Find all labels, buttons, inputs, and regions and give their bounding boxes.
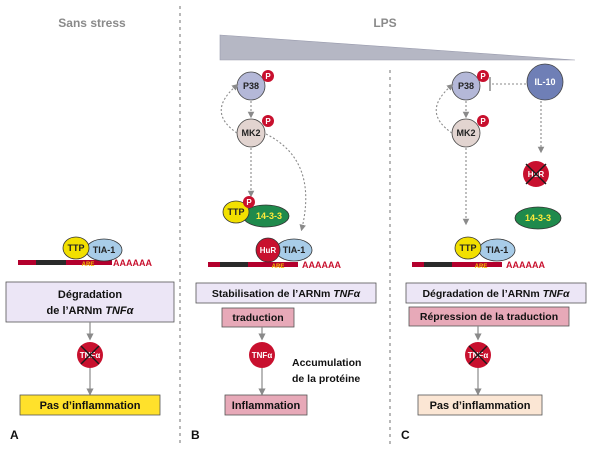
phospho-label-b1: P [265, 72, 271, 81]
outcome-b: Inflammation [232, 400, 301, 412]
accumulation-line1-b: Accumulation [292, 357, 361, 369]
p1433-label-b: 14-3-3 [256, 211, 282, 221]
polya-tail-c: AAAAAA [506, 260, 545, 270]
p38-label-c: P38 [458, 81, 474, 91]
phospho-label-b3: P [246, 198, 252, 207]
p1433-protein-c [514, 206, 562, 230]
hur-label-b: HuR [260, 246, 277, 255]
phospho-p38-b [262, 70, 274, 82]
panel-b-header: LPS [373, 16, 396, 30]
tia1-label: TIA-1 [93, 245, 116, 255]
mrna-c [412, 262, 502, 267]
degradation-text-c: Dégradation de l’ARNm TNFα [422, 288, 570, 300]
panel-a: Sans stress AAAAAA TIA-1 TTP ARE Dégrada… [5, 16, 175, 442]
p1433-label-c: 14-3-3 [525, 213, 551, 223]
il10-protein-c [526, 63, 564, 101]
degradation-box-a [5, 281, 175, 323]
repression-box-c [408, 306, 570, 327]
stabilisation-box-b [195, 282, 377, 304]
phospho-label-c2: P [480, 117, 486, 126]
are-label: ARE [82, 262, 95, 268]
p38-label-b: P38 [243, 81, 259, 91]
panel-letter-a: A [10, 428, 19, 442]
panel-b: LPS P38 P MK2 P 14-3-3 TTP P AAAAAA TIA-… [191, 16, 576, 442]
phospho-mk2-b [262, 115, 274, 127]
tnf-protein-a: TNFα [77, 342, 103, 368]
arrow-mk2-hur-b [265, 133, 307, 232]
ttp-protein-c [454, 236, 482, 260]
mk2-label-c: MK2 [456, 128, 475, 138]
are-label-b: ARE [272, 264, 285, 270]
phospho-mk2-c [477, 115, 489, 127]
phospho-label-c1: P [480, 72, 486, 81]
outcome-box-c [417, 394, 543, 416]
polya-tail-a: AAAAAA [113, 258, 152, 268]
phospho-ttp-b [243, 196, 255, 208]
mrna-a [18, 260, 112, 265]
ttp-protein-b [222, 200, 250, 224]
arrow-feedback-c [435, 83, 454, 134]
repression-text-c: Répression de la traduction [420, 311, 558, 323]
mk2-label-b: MK2 [241, 128, 260, 138]
degradation-line1-a: Dégradation [58, 289, 122, 301]
degradation-line2-a: de l’ARNm TNFα [47, 305, 135, 317]
tia1-label-c: TIA-1 [486, 245, 509, 255]
lps-gradient-wedge [219, 34, 576, 61]
panel-letter-c: C [401, 428, 410, 442]
degradation-box-c [405, 282, 587, 304]
phospho-label-b2: P [265, 117, 271, 126]
stabilisation-text-b: Stabilisation de l’ARNm TNFα [212, 288, 361, 300]
ttp-label: TTP [68, 243, 85, 253]
hur-protein-c: HuR [523, 161, 549, 187]
outcome-box-b [224, 394, 308, 416]
are-label-c: ARE [475, 264, 488, 270]
outcome-box-a [19, 394, 161, 416]
ttp-label-c: TTP [460, 243, 477, 253]
ttp-label-b: TTP [228, 207, 245, 217]
polya-tail-b: AAAAAA [302, 260, 341, 270]
outcome-a: Pas d’inflammation [40, 400, 141, 412]
arrow-feedback-b [220, 83, 239, 134]
panel-a-header: Sans stress [58, 16, 126, 30]
tnf-protein-b [249, 342, 275, 368]
traduction-box-b [221, 307, 295, 328]
tnf-protein-c: TNFα [465, 342, 491, 368]
outcome-c: Pas d’inflammation [430, 400, 531, 412]
mrna-b [208, 262, 298, 267]
ttp-protein [62, 236, 90, 260]
tia1-label-b: TIA-1 [283, 245, 306, 255]
phospho-p38-c [477, 70, 489, 82]
accumulation-line2-b: de la protéine [292, 373, 360, 385]
traduction-text-b: traduction [232, 312, 283, 324]
hur-protein-b [255, 237, 281, 263]
panel-letter-b: B [191, 428, 200, 442]
il10-label-c: IL-10 [534, 77, 555, 87]
panel-c: P38 P IL-10 MK2 P HuR 14-3-3 [401, 63, 587, 442]
tnf-label-b: TNFα [252, 351, 273, 360]
